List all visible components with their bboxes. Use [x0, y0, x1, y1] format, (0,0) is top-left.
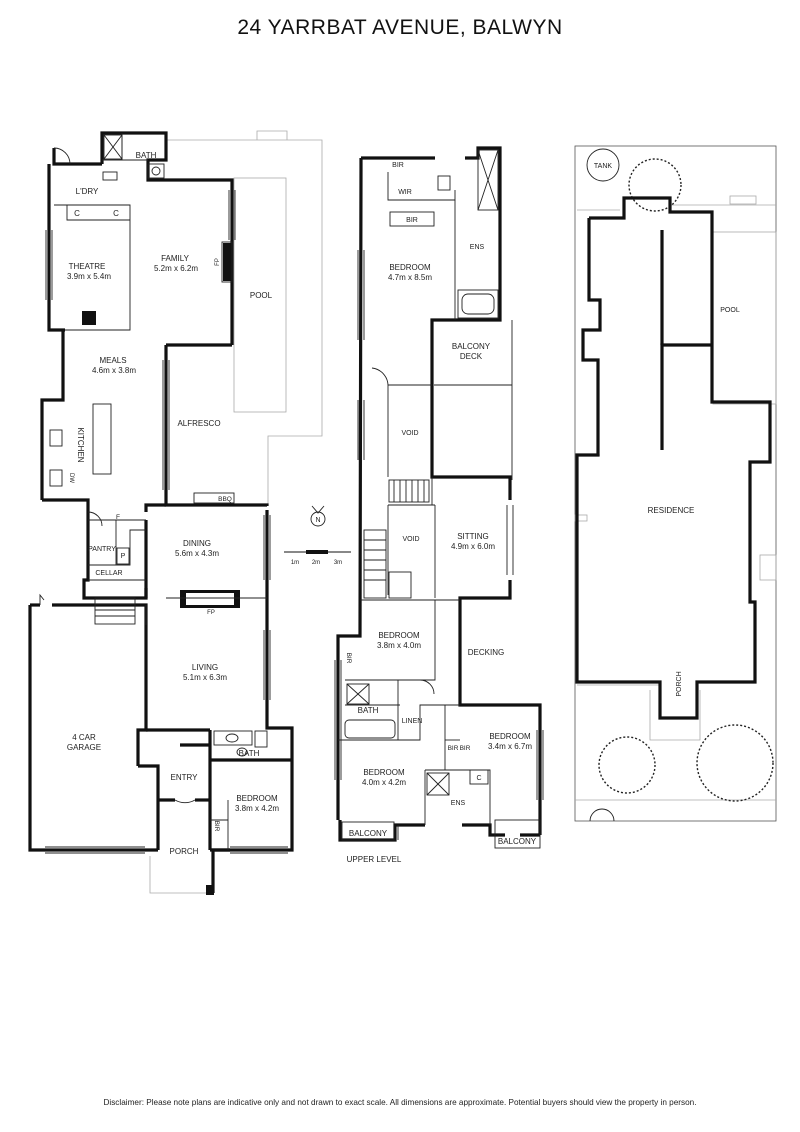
site-plan: TANK POOL RESIDENCE PORCH: [574, 145, 777, 822]
living-dimensions: 5.1m x 6.3m: [183, 673, 227, 682]
ground-bedroom-label: BEDROOM: [236, 794, 278, 803]
tree-icon: [696, 724, 774, 802]
dining-dimensions: 5.6m x 4.3m: [175, 549, 219, 558]
scale-and-north: N 1m 2m 3m: [284, 505, 351, 566]
balcony-left-label: BALCONY: [349, 829, 388, 838]
upper-level-plan: BIR WIR BIR BEDROOM 4.7m x 8.5m ENS BALC…: [334, 146, 544, 864]
alfresco-label: ALFRESCO: [177, 419, 220, 428]
living-label: LIVING: [192, 663, 218, 672]
wir-label: WIR: [398, 189, 412, 196]
family-label: FAMILY: [161, 254, 190, 263]
balcony-right-label: BALCONY: [498, 837, 537, 846]
upper-bath-label: BATH: [358, 706, 379, 715]
site-pool-label: POOL: [720, 307, 740, 314]
dishwasher-label: DW: [68, 473, 74, 483]
void-label-2: VOID: [402, 536, 419, 543]
cupboard-label-1: C: [74, 209, 80, 218]
meals-dimensions: 4.6m x 3.8m: [92, 366, 136, 375]
porch-label: PORCH: [170, 847, 199, 856]
meals-label: MEALS: [99, 356, 126, 365]
tree-icon: [598, 736, 656, 794]
theatre-label: THEATRE: [69, 262, 106, 271]
ground-floor-plan: BATH L'DRY C C THEATRE 3.9m x 5.4m FAMIL…: [28, 130, 323, 895]
master-bedroom-dimensions: 4.7m x 8.5m: [388, 273, 432, 282]
bedroom4-dimensions: 4.0m x 4.2m: [362, 778, 406, 787]
bedroom2-label: BEDROOM: [378, 631, 420, 640]
cupboard-label-2: C: [113, 209, 119, 218]
bedroom4-label: BEDROOM: [363, 768, 405, 777]
fireplace-label-living: FP: [207, 610, 215, 616]
sitting-dimensions: 4.9m x 6.0m: [451, 542, 495, 551]
decking-label: DECKING: [468, 648, 504, 657]
disclaimer-text: Disclaimer: Please note plans are indica…: [103, 1098, 697, 1107]
upper-bir-top-label: BIR: [392, 162, 404, 169]
bedroom3-label: BEDROOM: [489, 732, 531, 741]
bir3b-label: BIR: [460, 745, 471, 752]
pool-label: POOL: [250, 291, 273, 300]
scale-label-2m: 2m: [312, 560, 320, 566]
north-arrow-icon: [310, 511, 326, 527]
upper-ens-label: ENS: [451, 800, 466, 807]
ground-bath-label: BATH: [239, 749, 260, 758]
balcony-deck-label-line1: BALCONY: [452, 342, 491, 351]
site-porch-label: PORCH: [676, 671, 683, 696]
garage-label-line2: GARAGE: [67, 743, 101, 752]
ground-bir-label: BIR: [213, 821, 220, 832]
master-ens-label: ENS: [470, 244, 485, 251]
upper-cupboard-label: C: [476, 775, 481, 782]
master-bedroom-label: BEDROOM: [389, 263, 431, 272]
bath-top-label: BATH: [136, 151, 157, 160]
void-label-1: VOID: [401, 430, 418, 437]
bir-island-label: BIR: [406, 217, 418, 224]
sitting-label: SITTING: [457, 532, 489, 541]
fridge-label: F: [116, 514, 120, 521]
water-tank-icon: [586, 148, 620, 182]
tree-icon: [628, 158, 682, 212]
balcony-deck-label-line2: DECK: [460, 352, 483, 361]
garage-label-line1: 4 CAR: [72, 733, 96, 742]
fireplace-label-family: FP: [215, 258, 221, 266]
bbq-label: BBQ: [218, 496, 232, 503]
linen-label: LINEN: [402, 718, 423, 725]
dining-label: DINING: [183, 539, 211, 548]
family-dimensions: 5.2m x 6.2m: [154, 264, 198, 273]
laundry-label: L'DRY: [76, 187, 99, 196]
bedroom3-dimensions: 3.4m x 6.7m: [488, 742, 532, 751]
scale-label-3m: 3m: [334, 560, 342, 566]
entry-label: ENTRY: [171, 773, 199, 782]
pantry-p-label: P: [121, 553, 126, 560]
residence-label: RESIDENCE: [648, 506, 695, 515]
ground-bedroom-dimensions: 3.8m x 4.2m: [235, 804, 279, 813]
theatre-dimensions: 3.9m x 5.4m: [67, 272, 111, 281]
upper-level-label: UPPER LEVEL: [347, 855, 402, 864]
pantry-label: PANTRY: [88, 546, 116, 553]
tank-label: TANK: [594, 163, 612, 170]
scale-label-1m: 1m: [291, 560, 299, 566]
bedroom2-dimensions: 3.8m x 4.0m: [377, 641, 421, 650]
bir2-label: BIR: [345, 653, 352, 664]
north-label: N: [315, 517, 320, 524]
cellar-label: CELLAR: [95, 570, 122, 577]
bir3a-label: BIR: [448, 745, 459, 752]
stairs: [363, 479, 430, 599]
kitchen-label: KITCHEN: [76, 427, 85, 462]
page-title: 24 YARRBAT AVENUE, BALWYN: [237, 16, 563, 39]
